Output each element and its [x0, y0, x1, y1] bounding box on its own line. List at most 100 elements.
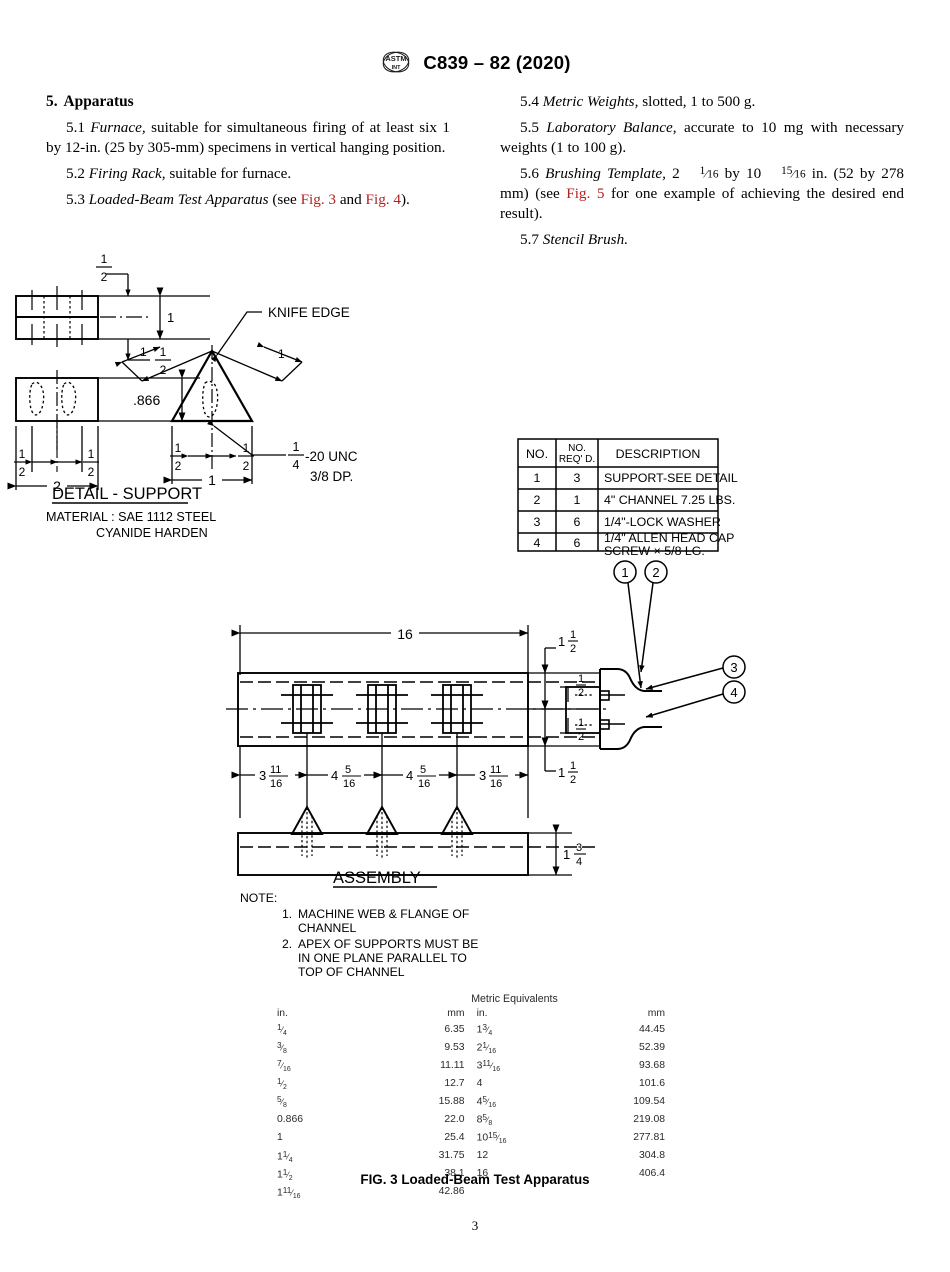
metric-in-left: 7⁄16: [277, 1058, 291, 1074]
figure-link-fig-3[interactable]: Fig. 3: [300, 191, 337, 209]
figure-link-fig-5[interactable]: Fig. 5: [566, 185, 605, 202]
svg-text:4: 4: [331, 768, 338, 783]
svg-text:16: 16: [343, 778, 355, 790]
svg-text:2: 2: [578, 731, 584, 743]
parts-row2-no: 2: [534, 493, 541, 507]
metric-mm-left: 38.1: [444, 1168, 465, 1180]
metric-title: Metric Equivalents: [471, 993, 558, 1005]
note-1-number: 1.: [282, 907, 292, 921]
para-term: Firing Rack,: [88, 165, 166, 183]
para-number: 5.2: [66, 165, 85, 183]
paragraph-5-4: 5.4 Metric Weights, slotted, 1 to 500 g.: [500, 92, 904, 112]
metric-in-left: 1: [277, 1132, 283, 1144]
metric-in-right: 311⁄16: [476, 1058, 501, 1074]
svg-text:5: 5: [420, 764, 426, 776]
svg-text:2: 2: [570, 643, 576, 655]
svg-text:4: 4: [576, 856, 582, 868]
para-term: Brushing Template,: [545, 165, 666, 183]
balloon-4: [722, 680, 746, 704]
metric-mm-right: 406.4: [638, 1168, 665, 1180]
dim-1-tri-base: 1: [208, 472, 216, 488]
balloon-1: [613, 560, 637, 584]
note-2-line3: TOP OF CHANNEL: [298, 965, 405, 979]
metric-mm-right: 52.39: [638, 1042, 665, 1054]
metric-in-left: 1⁄2: [277, 1076, 287, 1092]
figure-caption: FIG. 3 Loaded-Beam Test Apparatus: [360, 1172, 590, 1187]
fraction-2-1-16: 1⁄16: [699, 165, 719, 181]
astm-logo-icon: ASTM INT: [383, 51, 410, 73]
metric-in-left: 5⁄8: [277, 1094, 287, 1110]
svg-text:1: 1: [160, 345, 167, 359]
svg-text:4: 4: [293, 458, 300, 472]
paragraph-5-7: 5.7 Stencil Brush.: [500, 230, 904, 250]
page-number: 3: [471, 1218, 479, 1233]
metric-mm-right: [566, 1185, 677, 1203]
para-term: Furnace,: [90, 119, 146, 137]
parts-row1-desc: SUPPORT-SEE DETAIL: [604, 471, 738, 485]
svg-text:3: 3: [576, 842, 582, 854]
parts-row3-desc: 1/4"-LOCK WASHER: [604, 515, 721, 529]
metric-mm-right: 44.45: [638, 1024, 665, 1036]
svg-text:1: 1: [88, 447, 95, 461]
dim-866: .866: [133, 392, 160, 408]
balloon-2: [644, 560, 668, 584]
svg-text:1: 1: [578, 717, 584, 729]
note-label: NOTE:: [240, 891, 277, 905]
note-2-line2: IN ONE PLANE PARALLEL TO: [298, 951, 467, 965]
thread-spec-line2: 3/8 DP.: [310, 469, 353, 484]
parts-row1-no: 1: [534, 471, 541, 485]
svg-text:2: 2: [570, 774, 576, 786]
dim-1-left-angle: 1: [140, 345, 147, 359]
svg-text:3: 3: [479, 768, 486, 783]
dim-half-upper-right: 1 2: [576, 673, 586, 699]
paragraph-5-2: 5.2 Firing Rack, suitable for furnace.: [46, 164, 450, 184]
parts-row4-desc-line2: SCREW × 5/8 LG.: [604, 544, 705, 558]
dim-1-3-4: 1 3 4: [563, 842, 586, 868]
dim-half-top: 1 2: [96, 252, 112, 284]
section-title: Apparatus: [63, 93, 134, 110]
page-header: ASTM INT C839 – 82 (2020): [0, 48, 950, 78]
metric-mm-left: 11.11: [440, 1060, 465, 1072]
svg-text:2: 2: [101, 270, 108, 284]
balloon-3-label: 3: [730, 660, 737, 675]
dim-half-right: 1 2: [83, 447, 99, 479]
para-term: Laboratory Balance,: [546, 119, 677, 137]
metric-in-right: 16: [476, 1168, 489, 1180]
dim-1-right-angle: 1: [278, 347, 285, 361]
thread-fraction: 1 4: [288, 440, 304, 472]
metric-in-left: 111⁄16: [277, 1184, 301, 1200]
fraction-10-15-16: 15⁄16: [781, 165, 806, 181]
standard-designation: C839 – 82 (2020): [423, 52, 571, 73]
para-term: Metric Weights,: [542, 93, 639, 110]
metric-header-mm-right: mm: [647, 1008, 665, 1019]
parts-row4-no: 4: [534, 536, 541, 550]
svg-text:2: 2: [175, 459, 182, 473]
parts-header-req-line2: REQ' D.: [559, 454, 595, 465]
spacing-dim-4: 3 11 16: [475, 762, 515, 790]
metric-in-right: 12: [476, 1150, 489, 1162]
dim-1-upper: 1: [167, 310, 174, 325]
para-number: 5.7: [520, 231, 539, 248]
para-number: 5.1: [66, 119, 85, 137]
figure-link-fig-4[interactable]: Fig. 4: [365, 191, 401, 209]
paragraph-5-1: 5.1 Furnace, suitable for simultaneous f…: [46, 118, 450, 158]
parts-row2-desc: 4" CHANNEL 7.25 LBS.: [604, 493, 735, 507]
svg-text:1: 1: [293, 440, 300, 454]
metric-mm-left: 15.88: [438, 1096, 465, 1108]
metric-header-mm-left: mm: [447, 1008, 465, 1019]
svg-text:1: 1: [243, 441, 250, 455]
parts-row3-qty: 6: [574, 515, 581, 529]
metric-mm-left: 9.53: [444, 1042, 465, 1054]
metric-mm-left: 42.86: [438, 1186, 465, 1198]
para-number: 5.6: [520, 165, 539, 183]
para-term: Loaded-Beam Test Apparatus: [88, 191, 269, 209]
metric-in-left: 1⁄4: [277, 1022, 287, 1038]
